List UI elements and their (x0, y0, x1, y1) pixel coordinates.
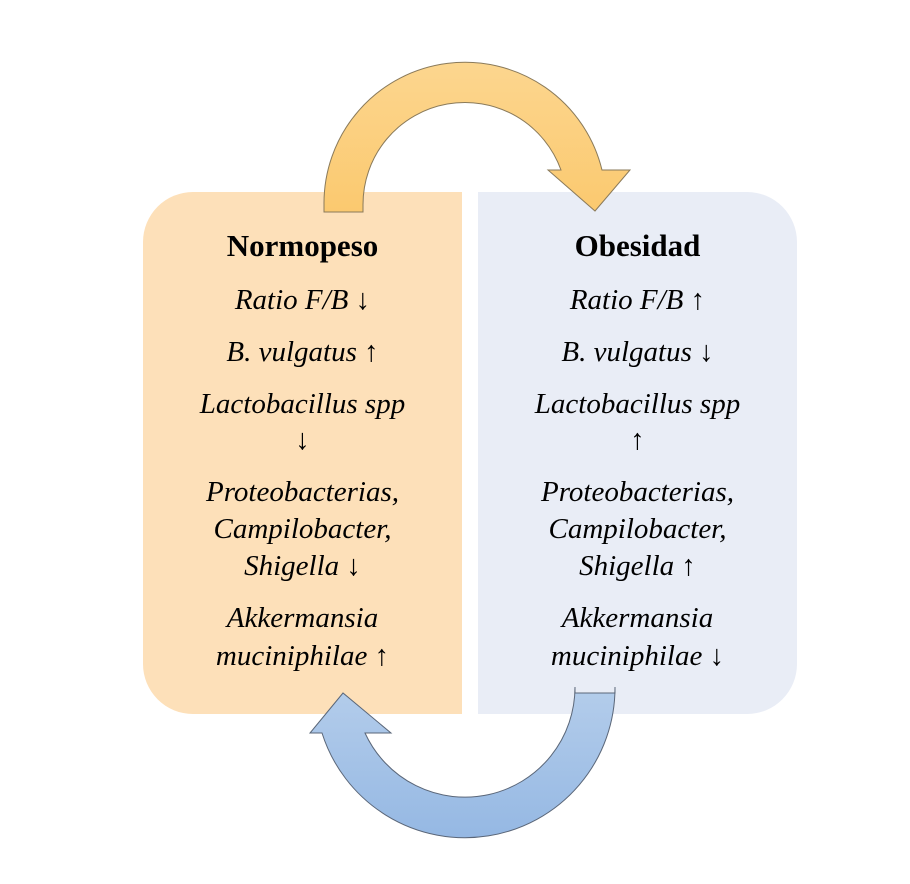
panel-line: Akkermansia (226, 602, 379, 634)
top-curved-arrow-icon (323, 61, 632, 213)
bottom-curved-arrow-icon (308, 686, 616, 839)
panel-line: ↑ (630, 424, 645, 456)
normopeso-panel: Normopeso (143, 192, 462, 714)
panel-title: Normopeso (226, 228, 379, 263)
panel-line: B. vulgatus ↓ (561, 336, 714, 368)
panel-line: Lactobacillus spp (199, 388, 406, 420)
obesidad-panel: Obesidad (478, 192, 797, 714)
panel-line: Campilobacter, (548, 513, 727, 545)
panel-line: Proteobacterias, (205, 476, 400, 508)
panel-line: Shigella ↓ (244, 550, 361, 582)
panel-line: B. vulgatus ↑ (226, 336, 379, 368)
panel-line: Campilobacter, (213, 513, 392, 545)
panel-line: Lactobacillus spp (534, 388, 741, 420)
panel-title: Obesidad (574, 228, 701, 263)
panel-line: Proteobacterias, (540, 476, 735, 508)
panel-line: muciniphilae ↑ (215, 640, 390, 672)
panel-line: muciniphilae ↓ (550, 640, 725, 672)
panel-line: Ratio F/B ↓ (234, 284, 371, 316)
panel-line: ↓ (295, 424, 310, 456)
panel-line: Ratio F/B ↑ (569, 284, 706, 316)
panel-line: Shigella ↑ (579, 550, 696, 582)
panel-line: Akkermansia (561, 602, 714, 634)
